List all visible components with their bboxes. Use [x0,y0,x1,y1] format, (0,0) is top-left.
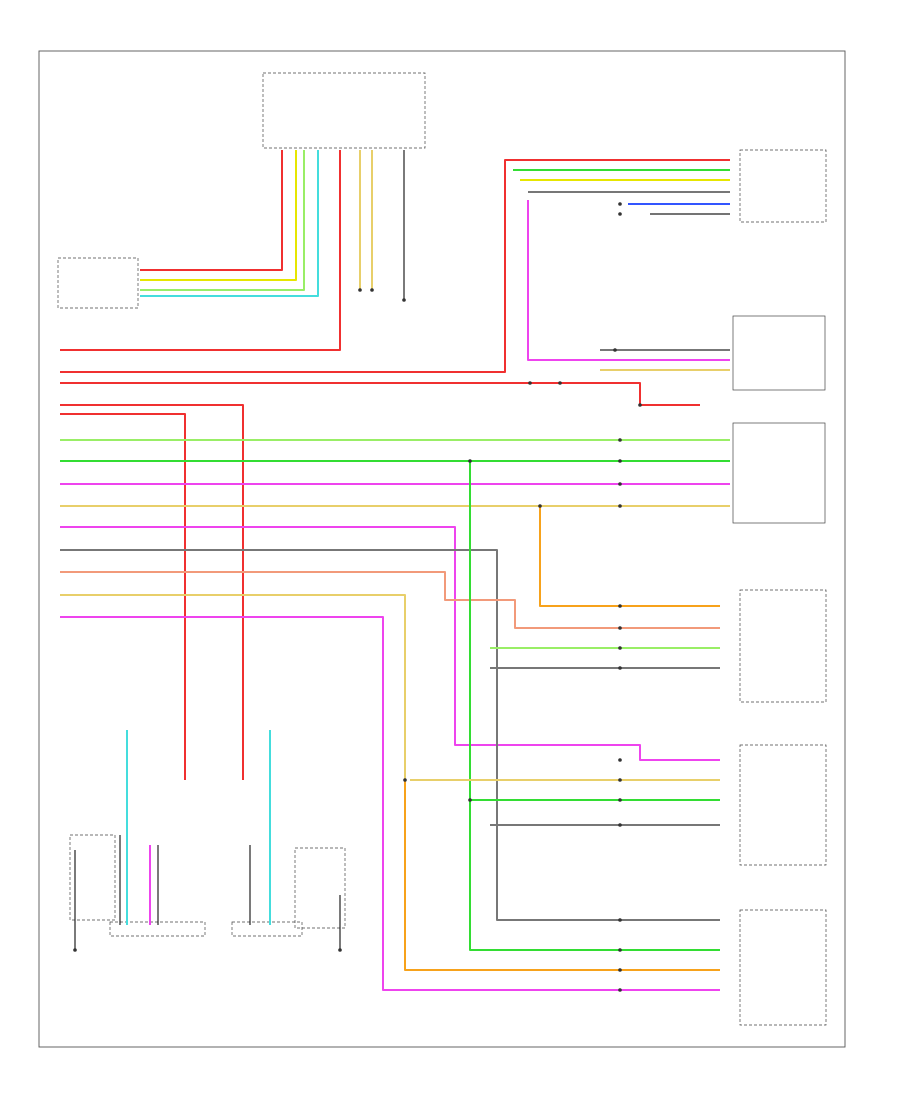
power-distribution-box [262,72,426,149]
splice-dot-7 [370,288,374,292]
splice-dot-6 [358,288,362,292]
right-component-2 [732,315,826,391]
bottom-left-switch [69,834,116,921]
splice-dot-12 [638,403,642,407]
wire-red-4 [60,150,341,351]
splice-dot-19 [618,646,622,650]
splice-dot-10 [528,381,532,385]
wire-orange-36 [404,780,720,971]
wires-group [60,150,730,991]
wire-cyan-3 [140,150,319,297]
bottom-right-switch [294,847,346,929]
splice-dot-0 [468,459,472,463]
wire-magenta-26 [527,200,730,361]
splice-dot-3 [403,778,407,782]
wire-red-10 [60,404,244,780]
splice-dot-11 [558,381,562,385]
splice-dot-16 [618,504,622,508]
wire-magenta-16 [60,526,720,761]
wire-green-30 [469,461,720,951]
splice-dot-24 [618,823,622,827]
wire-orange-29 [539,506,720,607]
splice-dot-14 [618,459,622,463]
splice-dot-8 [402,298,406,302]
splice-dot-28 [618,988,622,992]
splice-dot-25 [618,918,622,922]
wire-salmon-18 [60,571,720,629]
right-component-4 [739,589,827,703]
splice-dot-1 [538,504,542,508]
splice-dot-22 [618,778,622,782]
wire-red-9 [60,382,700,406]
wire-light_green-2 [140,150,305,291]
right-component-5 [739,744,827,866]
right-top-component [739,149,827,223]
splice-dot-13 [618,438,622,442]
splice-dot-26 [618,948,622,952]
splice-dots-group [73,202,642,992]
left-upper-component [57,257,139,309]
splice-dot-2 [468,798,472,802]
diagram-frame [38,50,846,1048]
splice-dot-15 [618,482,622,486]
wire-magenta-20 [60,616,720,991]
wire-red-8 [60,159,730,373]
splice-dot-9 [613,348,617,352]
wire-gray-17 [60,549,720,921]
splice-dot-27 [618,968,622,972]
splice-dot-20 [618,666,622,670]
splice-dot-5 [618,212,622,216]
wire-red-0 [140,150,283,271]
splice-dot-17 [618,604,622,608]
wire-yellow-1 [140,150,297,281]
splice-dot-30 [338,948,342,952]
splice-dot-4 [618,202,622,206]
splice-dot-23 [618,798,622,802]
wire-tan-19 [60,594,406,780]
splice-dot-18 [618,626,622,630]
splice-dot-29 [73,948,77,952]
right-component-3 [732,422,826,524]
right-component-6 [739,909,827,1026]
bottom-module-center [231,921,303,937]
wire-red-11 [60,413,186,780]
splice-dot-21 [618,758,622,762]
